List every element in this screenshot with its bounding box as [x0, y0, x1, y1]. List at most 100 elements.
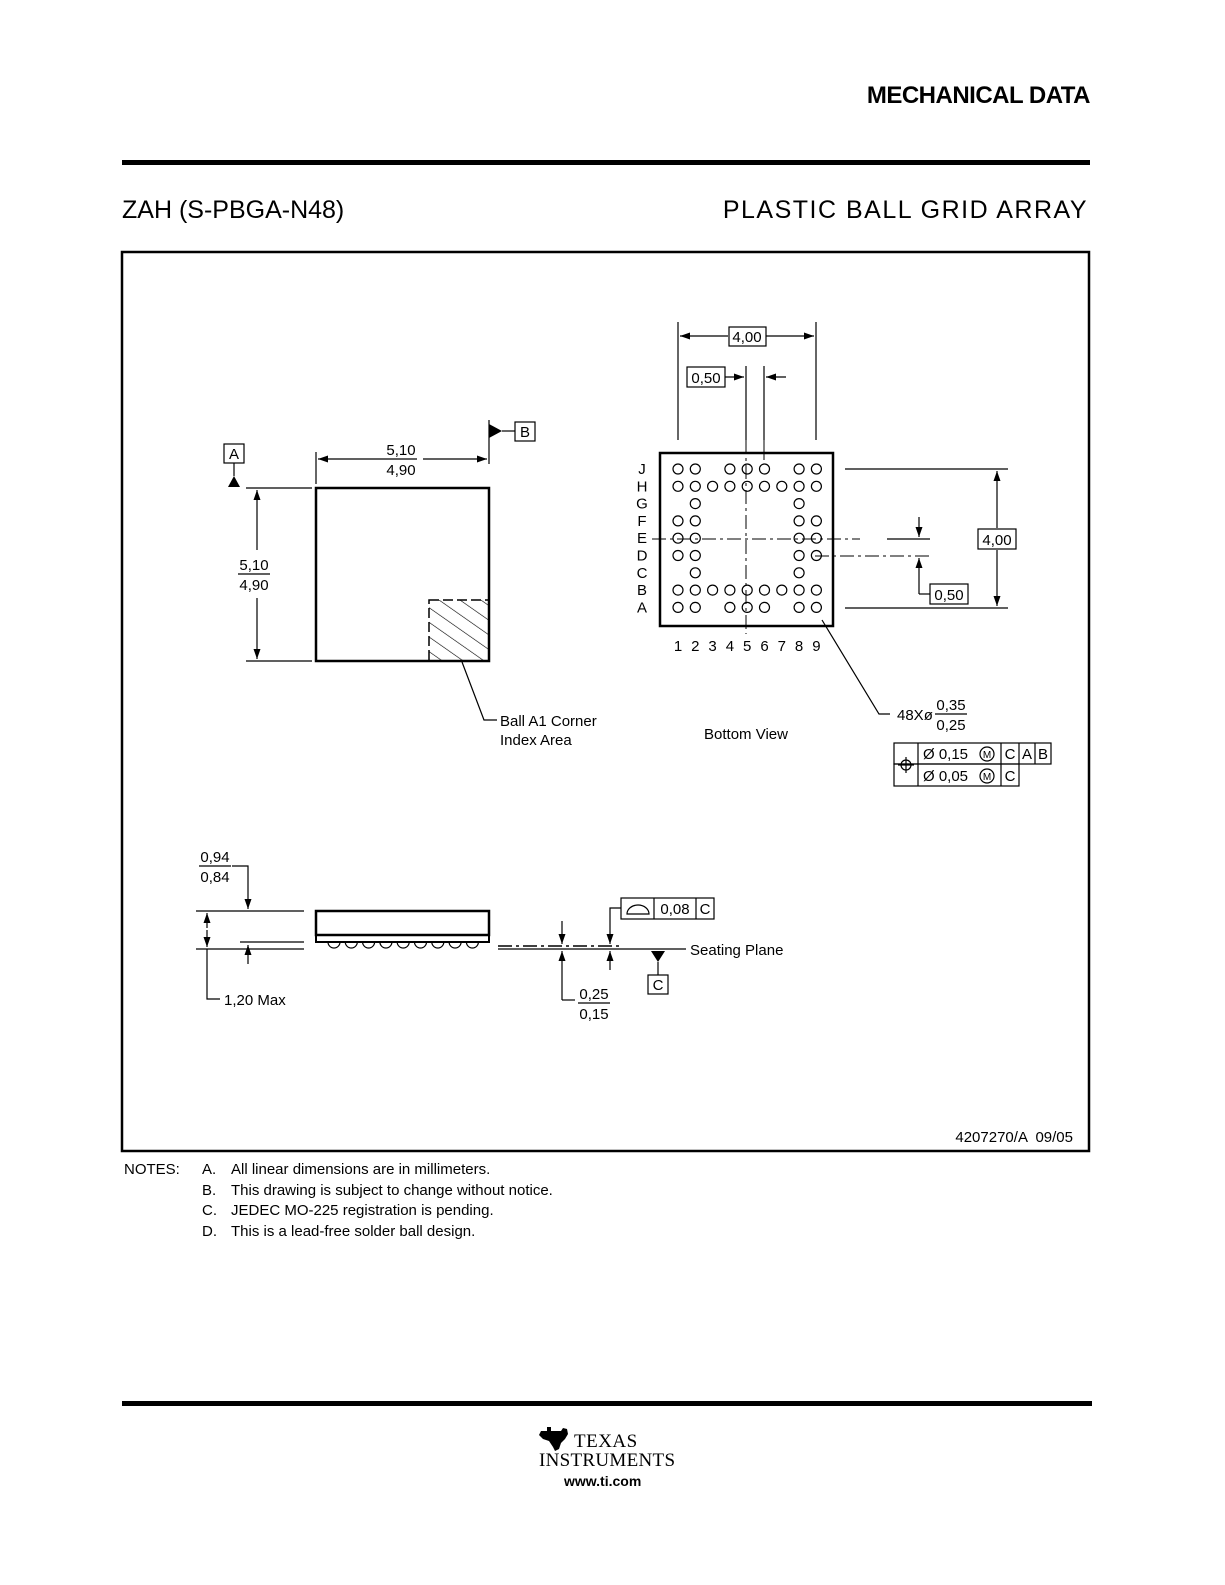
solder-ball — [776, 584, 788, 596]
solder-ball — [724, 601, 736, 614]
solder-ball — [689, 549, 701, 562]
column-label: 2 — [691, 638, 699, 655]
column-label: 9 — [812, 638, 820, 655]
side-solder-ball — [448, 941, 462, 949]
solder-ball — [793, 567, 805, 579]
solder-ball — [672, 515, 684, 527]
document-number: 4207270/A 09/05 — [955, 1129, 1073, 1146]
span-y-box — [977, 528, 1017, 550]
column-label: 1 — [674, 638, 682, 655]
company-name-line1: TEXAS — [574, 1431, 638, 1452]
solder-ball — [724, 480, 736, 492]
side-solder-ball — [431, 941, 445, 949]
side-solder-ball — [344, 941, 358, 949]
row-label: F — [637, 513, 646, 530]
standoff-min: 0,15 — [579, 1006, 608, 1023]
solder-ball — [793, 549, 805, 562]
solder-ball — [741, 480, 753, 492]
tol2-diameter: Ø 0,05 — [923, 768, 968, 785]
solder-ball — [758, 480, 771, 492]
side-solder-ball — [327, 941, 341, 949]
solder-ball — [793, 584, 805, 596]
position-tolerance-frame: Ø 0,15 M C A B Ø 0,05 M C — [893, 742, 1052, 787]
side-substrate — [315, 934, 490, 943]
solder-ball — [689, 515, 701, 527]
solder-ball — [672, 549, 684, 562]
span-x-value: 4,00 — [732, 329, 761, 346]
tol1-modifier: M — [983, 750, 991, 761]
index-label-line2: Index Area — [500, 732, 572, 749]
ball-count: 48Xø — [897, 707, 933, 724]
tol1-datum-a: A — [1022, 746, 1032, 763]
side-body — [314, 909, 491, 937]
column-label: 8 — [795, 638, 803, 655]
package-type: PLASTIC BALL GRID ARRAY — [722, 196, 1088, 224]
solder-ball — [758, 601, 771, 614]
coplanarity-datum: C — [700, 901, 711, 918]
top-view: A B 5,10 4,90 5,10 4,90 Ball A1 Corner I… — [223, 420, 597, 749]
mmc-modifier-icon — [979, 768, 995, 784]
top-width-max: 5,10 — [386, 442, 415, 459]
note-item: C.JEDEC MO-225 registration is pending. — [202, 1202, 494, 1219]
solder-ball — [689, 498, 701, 510]
datum-b-box — [514, 421, 536, 442]
package-code: ZAH (S-PBGA-N48) — [122, 196, 345, 224]
pitch-x-value: 0,50 — [691, 370, 720, 387]
solder-ball — [810, 584, 823, 596]
solder-ball — [758, 463, 771, 475]
standoff-max: 0,25 — [579, 986, 608, 1003]
solder-ball — [724, 584, 736, 596]
column-label: 4 — [726, 638, 734, 655]
solder-ball — [810, 532, 823, 544]
total-height: 1,20 Max — [224, 992, 286, 1009]
solder-ball — [810, 601, 823, 614]
solder-ball — [689, 480, 701, 492]
row-label: B — [637, 582, 647, 599]
solder-ball — [793, 515, 805, 527]
solder-ball — [741, 601, 753, 614]
datum-b-label: B — [520, 424, 530, 441]
solder-ball — [689, 532, 701, 544]
side-solder-ball — [465, 941, 479, 949]
ball-dia-min: 0,25 — [936, 717, 965, 734]
tol2-modifier: M — [983, 772, 991, 783]
row-label: H — [637, 478, 648, 495]
package-outline — [314, 486, 491, 663]
column-label: 5 — [743, 638, 751, 655]
solder-ball — [689, 584, 701, 596]
column-label: 6 — [760, 638, 768, 655]
solder-ball — [793, 498, 805, 510]
mmc-modifier-icon — [979, 746, 995, 762]
solder-ball — [741, 463, 753, 475]
solder-ball — [810, 515, 823, 527]
tol1-datum-c: C — [1005, 746, 1016, 763]
notes-list: A.All linear dimensions are in millimete… — [202, 1160, 553, 1242]
seating-plane-label: Seating Plane — [690, 942, 783, 959]
solder-ball — [672, 532, 684, 544]
header-rule — [122, 160, 1090, 165]
top-height-min: 4,90 — [239, 577, 268, 594]
note-item: D.This is a lead-free solder ball design… — [202, 1222, 476, 1240]
page-header-title: MECHANICAL DATA — [866, 82, 1091, 109]
body-thickness-min: 0,84 — [200, 869, 229, 886]
solder-ball — [672, 601, 684, 614]
side-solder-ball — [362, 941, 376, 949]
note-item: A.All linear dimensions are in millimete… — [202, 1161, 491, 1178]
row-label: J — [638, 461, 646, 478]
datum-a-label: A — [229, 446, 239, 463]
top-height-max: 5,10 — [239, 557, 268, 574]
side-balls — [327, 941, 479, 949]
drawing-frame — [120, 250, 1091, 1153]
row-label: C — [637, 565, 648, 582]
solder-ball — [810, 549, 823, 562]
profile-surface-icon — [626, 904, 650, 915]
top-width-min: 4,90 — [386, 462, 415, 479]
row-label: G — [636, 496, 648, 513]
body-thickness-max: 0,94 — [200, 849, 229, 866]
solder-ball — [689, 601, 701, 614]
span-y-value: 4,00 — [982, 532, 1011, 549]
solder-ball — [689, 463, 701, 475]
solder-ball — [672, 463, 684, 475]
